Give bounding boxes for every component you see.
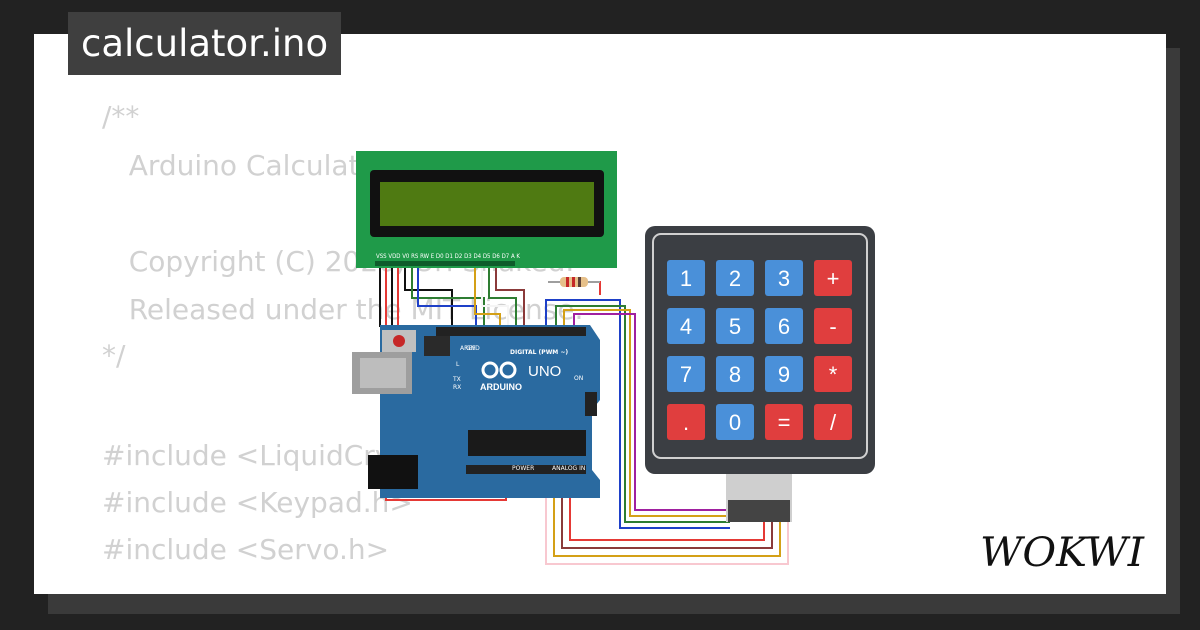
keypad-key-9[interactable]: 7 xyxy=(667,356,705,392)
keypad-key-label: 2 xyxy=(729,266,741,291)
code-line: #include <Servo.h> xyxy=(102,533,390,566)
keypad-key-label: 8 xyxy=(729,362,741,387)
code-line: */ xyxy=(102,339,126,372)
rx-label: RX xyxy=(453,384,461,391)
keypad-key-label: 1 xyxy=(680,266,692,291)
arduino-uno-board: AREF GND DIGITAL (PWM ~) L TX RX ON UNO … xyxy=(352,325,600,498)
lcd-pin-labels: VSS VDD V0 RS RW E D0 D1 D2 D3 D4 D5 D6 … xyxy=(376,253,521,260)
keypad-key-1[interactable]: 1 xyxy=(667,260,705,296)
board-brand: ARDUINO xyxy=(480,382,522,392)
keypad-key-label: 3 xyxy=(778,266,790,291)
keypad-key-label: . xyxy=(683,410,689,435)
analog-label: ANALOG IN xyxy=(552,465,585,472)
keypad-key-face xyxy=(716,404,754,440)
wokwi-logo-text: WOKWI xyxy=(980,530,1145,576)
keypad-key-face xyxy=(667,308,705,344)
resistor xyxy=(548,277,600,287)
keypad-key-label: - xyxy=(829,314,836,339)
keypad-key-label: 4 xyxy=(680,314,692,339)
keypad-key-label: 0 xyxy=(729,410,741,435)
l-label: L xyxy=(456,361,460,368)
keypad-key-label: 7 xyxy=(680,362,692,387)
board-model: UNO xyxy=(528,363,561,380)
keypad-key-3[interactable]: 3 xyxy=(765,260,803,296)
keypad-key-5[interactable]: 4 xyxy=(667,308,705,344)
keypad-key-label: + xyxy=(827,266,840,291)
keypad-key-15[interactable]: = xyxy=(765,404,803,440)
keypad-key-label: 6 xyxy=(778,314,790,339)
power-label: POWER xyxy=(512,465,534,472)
keypad-key-4[interactable]: + xyxy=(814,260,852,296)
keypad-key-6[interactable]: 5 xyxy=(716,308,754,344)
keypad-key-face xyxy=(814,260,852,296)
arduino-logo-icon xyxy=(481,361,517,379)
keypad-key-face xyxy=(667,260,705,296)
keypad-key-face xyxy=(765,308,803,344)
keypad-key-label: 9 xyxy=(778,362,790,387)
keypad-key-2[interactable]: 2 xyxy=(716,260,754,296)
gnd-label: GND xyxy=(466,345,480,352)
keypad-key-16[interactable]: / xyxy=(814,404,852,440)
keypad-key-face xyxy=(667,356,705,392)
digital-label: DIGITAL (PWM ~) xyxy=(510,349,568,356)
tx-label: TX xyxy=(452,376,461,383)
on-label: ON xyxy=(574,375,583,382)
keypad-key-11[interactable]: 9 xyxy=(765,356,803,392)
keypad-key-face xyxy=(765,260,803,296)
keypad-key-12[interactable]: * xyxy=(814,356,852,392)
keypad-key-7[interactable]: 6 xyxy=(765,308,803,344)
keypad-key-face xyxy=(814,404,852,440)
keypad-key-8[interactable]: - xyxy=(814,308,852,344)
code-line: /** xyxy=(102,100,140,133)
file-title: calculator.ino xyxy=(68,12,342,75)
keypad-key-face xyxy=(765,404,803,440)
wokwi-logo: WOKWI xyxy=(980,530,1145,576)
keypad-key-face xyxy=(716,308,754,344)
keypad-key-face xyxy=(716,260,754,296)
keypad-key-face xyxy=(667,404,705,440)
keypad-key-face xyxy=(765,356,803,392)
keypad-key-14[interactable]: 0 xyxy=(716,404,754,440)
lcd-display: VSS VDD V0 RS RW E D0 D1 D2 D3 D4 D5 D6 … xyxy=(356,151,617,268)
keypad-key-label: / xyxy=(830,410,837,435)
code-line: #include <Keypad.h> xyxy=(102,486,413,519)
keypad-keys: 1 2 3 +4 5 6 - 7 8 9 *. 0 = / xyxy=(667,260,852,440)
keypad-key-face xyxy=(814,356,852,392)
membrane-keypad: 1 2 3 +4 5 6 - 7 8 9 *. 0 = / xyxy=(645,226,875,522)
keypad-key-label: * xyxy=(829,362,838,387)
keypad-key-label: 5 xyxy=(729,314,741,339)
aref-label: AREF xyxy=(460,345,476,352)
keypad-key-13[interactable]: . xyxy=(667,404,705,440)
keypad-key-label: = xyxy=(778,410,791,435)
keypad-key-10[interactable]: 8 xyxy=(716,356,754,392)
keypad-key-face xyxy=(716,356,754,392)
keypad-key-face xyxy=(814,308,852,344)
